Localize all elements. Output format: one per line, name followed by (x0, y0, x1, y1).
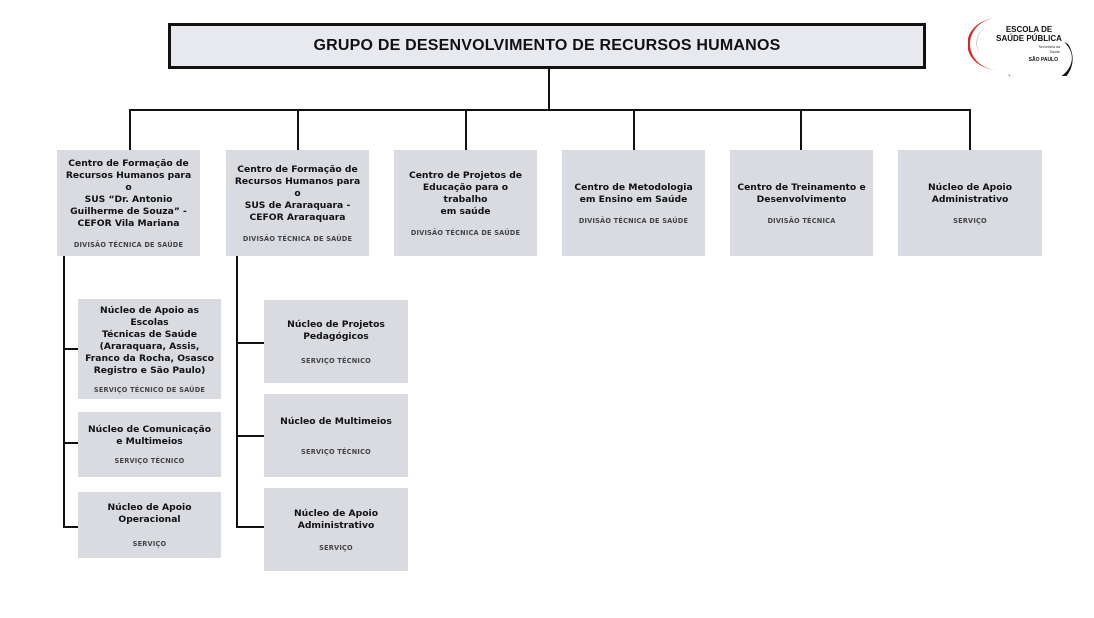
division-type: SERVIÇO (953, 216, 987, 225)
group-title-box: GRUPO DE DESENVOLVIMENTO DE RECURSOS HUM… (168, 23, 926, 69)
division-name: Núcleo de Apoio Administrativo (927, 181, 1013, 205)
division-box-treinamento: Centro de Treinamento e Desenvolvimento … (730, 150, 873, 256)
logo-secretaria: Secretaria da (1038, 45, 1060, 49)
unit-type: SERVIÇO TÉCNICO DE SAÚDE (93, 385, 206, 394)
escola-saude-publica-logo: ESCOLA DE SAÚDE PÚBLICA Secretaria da Sa… (967, 14, 1092, 90)
division-type: DIVISÃO TÉCNICA DE SAÚDE (578, 216, 689, 225)
unit-name: Núcleo de Multimeios (280, 415, 392, 427)
division-name: Centro de Formação de Recursos Humanos p… (65, 157, 192, 229)
division-name: Centro de Formação de Recursos Humanos p… (234, 163, 361, 223)
unit-name: Núcleo de Comunicação e Multimeios (87, 424, 212, 447)
division-type: DIVISÃO TÉCNICA DE SAÚDE (410, 228, 521, 237)
division-type: DIVISÃO TÉCNICA DE SAÚDE (242, 234, 353, 243)
division-type: DIVISÃO TÉCNICA (767, 216, 836, 225)
division-type: DIVISÃO TÉCNICA DE SAÚDE (73, 240, 184, 249)
division-box-cefor-vila-mariana: Centro de Formação de Recursos Humanos p… (57, 150, 200, 256)
unit-name: Núcleo de Apoio Administrativo (293, 507, 379, 531)
division-name: Centro de Projetos de Educação para o tr… (408, 169, 523, 217)
division-box-projetos-educacao: Centro de Projetos de Educação para o tr… (394, 150, 537, 256)
unit-box-multimeios: Núcleo de Multimeios SERVIÇO TÉCNICO (264, 394, 408, 477)
unit-name: Núcleo de Apoio as Escolas Técnicas de S… (85, 304, 214, 376)
division-box-metodologia-ensino: Centro de Metodologia em Ensino em Saúde… (562, 150, 705, 256)
division-name: Centro de Metodologia em Ensino em Saúde (574, 181, 693, 205)
unit-box-apoio-operacional: Núcleo de Apoio Operacional SERVIÇO (78, 492, 221, 558)
unit-name: Núcleo de Projetos Pedagógicos (287, 318, 385, 342)
unit-type: SERVIÇO TÉCNICO (301, 447, 371, 456)
unit-type: SERVIÇO TÉCNICO (114, 457, 185, 465)
unit-name: Núcleo de Apoio Operacional (107, 502, 192, 525)
division-box-apoio-administrativo: Núcleo de Apoio Administrativo SERVIÇO (898, 150, 1042, 256)
unit-box-comunicacao-multimeios: Núcleo de Comunicação e Multimeios SERVI… (78, 412, 221, 477)
page-title: GRUPO DE DESENVOLVIMENTO DE RECURSOS HUM… (313, 37, 781, 54)
division-box-cefor-araraquara: Centro de Formação de Recursos Humanos p… (226, 150, 369, 256)
unit-box-apoio-administrativo: Núcleo de Apoio Administrativo SERVIÇO (264, 488, 408, 571)
unit-type: SERVIÇO TÉCNICO (301, 356, 371, 365)
division-name: Centro de Treinamento e Desenvolvimento (737, 181, 866, 205)
unit-box-apoio-escolas-tecnicas: Núcleo de Apoio as Escolas Técnicas de S… (78, 299, 221, 399)
unit-type: SERVIÇO (319, 543, 353, 552)
unit-type: SERVIÇO (132, 540, 167, 548)
logo-line2: SAÚDE PÚBLICA (996, 34, 1062, 43)
logo-state: SÃO PAULO (1028, 57, 1058, 63)
unit-box-projetos-pedagogicos: Núcleo de Projetos Pedagógicos SERVIÇO T… (264, 300, 408, 383)
logo-saude: Saúde (1049, 49, 1060, 54)
logo-line1: ESCOLA DE (1005, 25, 1053, 34)
